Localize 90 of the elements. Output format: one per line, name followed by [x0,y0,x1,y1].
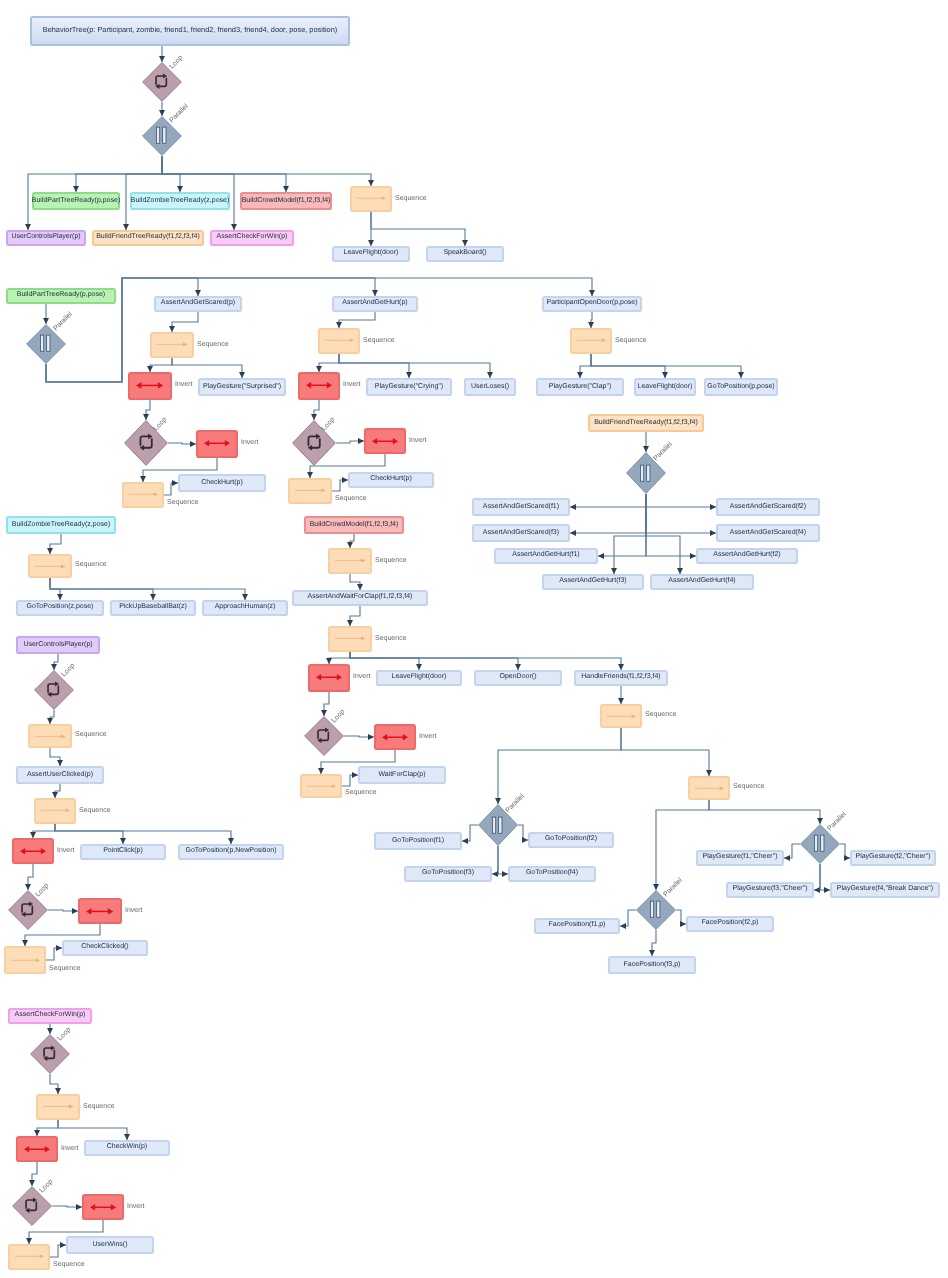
sequence-box [150,332,194,358]
connector-arrow [317,749,396,775]
connector-arrow [163,479,179,496]
connector-arrow [45,944,63,961]
connector-arrow [21,923,101,947]
connector-arrow [335,437,365,445]
connector-arrow [49,747,64,767]
invert-box [16,1136,58,1162]
connector-arrow [461,824,479,845]
invert-box [308,664,350,692]
invert-box [78,898,122,924]
invert-box [298,372,340,400]
connector-arrow [370,211,469,247]
sequence-box [318,328,360,354]
loop-diamond [292,420,336,466]
connector-arrow [331,476,349,492]
connector-arrow [57,1119,131,1141]
sequence-box [328,626,372,652]
connector-arrow [158,45,166,63]
connector-arrow [819,863,831,894]
connector-arrow [167,440,197,448]
connector-arrow [42,303,50,325]
connector-arrow [28,1161,38,1187]
invert-box [196,430,238,458]
connector-arrow [47,907,79,915]
connector-arrow [642,431,650,453]
connector-arrow [161,155,238,231]
connector-arrow [335,311,376,329]
sequence-box [34,798,76,824]
connector-arrow [497,845,509,878]
connector-arrow [346,605,361,627]
connector-arrow [46,709,55,725]
connector-arrow [349,651,625,671]
connector-arrow [587,311,595,329]
invert-box [128,372,172,400]
sequence-box [600,704,642,728]
connector-arrow [320,691,330,717]
connector-arrow [25,1219,104,1245]
connector-arrow [349,573,364,591]
sequence-box [8,1244,50,1270]
connector-arrow [343,733,375,741]
connector-arrow [51,783,61,799]
sequence-box [28,554,72,578]
connector-arrow [49,577,249,601]
connector-arrow [171,357,246,379]
connector-arrow [839,843,851,862]
connector-arrow [645,493,684,575]
sequence-box [350,186,392,212]
sequence-box [570,328,612,354]
connector-arrow [341,771,359,787]
connector-arrow [50,653,59,671]
invert-box [82,1194,124,1220]
sequence-box [28,724,72,748]
sequence-box [122,482,164,508]
connector-arrow [54,823,235,845]
sequence-box [4,946,46,974]
connector-arrow [590,353,745,379]
sequence-box [288,478,332,504]
invert-box [374,724,416,750]
sequence-box [688,776,730,800]
connector-arrow [338,353,494,379]
connector-arrow [783,843,801,862]
invert-box [12,838,54,864]
connector-arrow [139,457,218,483]
connector-arrow [24,863,34,891]
connector-arrow [619,909,637,930]
connector-arrow [51,1203,83,1211]
connector-arrow [652,799,710,891]
connector-arrow [620,727,713,777]
connector-arrow [45,277,596,383]
sequence-box [36,1094,80,1120]
sequence-box [300,774,342,798]
connector-arrow [306,453,386,479]
loop-diamond [124,420,168,466]
connector-arrow [168,311,199,333]
invert-box [364,428,406,454]
connector-arrow [648,929,657,957]
connector-arrow [142,399,151,421]
connector-arrow [49,1241,67,1258]
connector-arrow [517,824,529,844]
connector-arrow [310,399,320,421]
connector-arrow [46,533,62,555]
connector-arrow [158,101,166,117]
connector-arrow [617,685,625,705]
connector-arrow [675,909,687,928]
connector-arrow [46,1023,54,1035]
connector-arrow [49,1073,62,1095]
sequence-box [328,548,372,574]
connector-arrow [325,651,351,665]
connector-arrow [346,533,355,549]
